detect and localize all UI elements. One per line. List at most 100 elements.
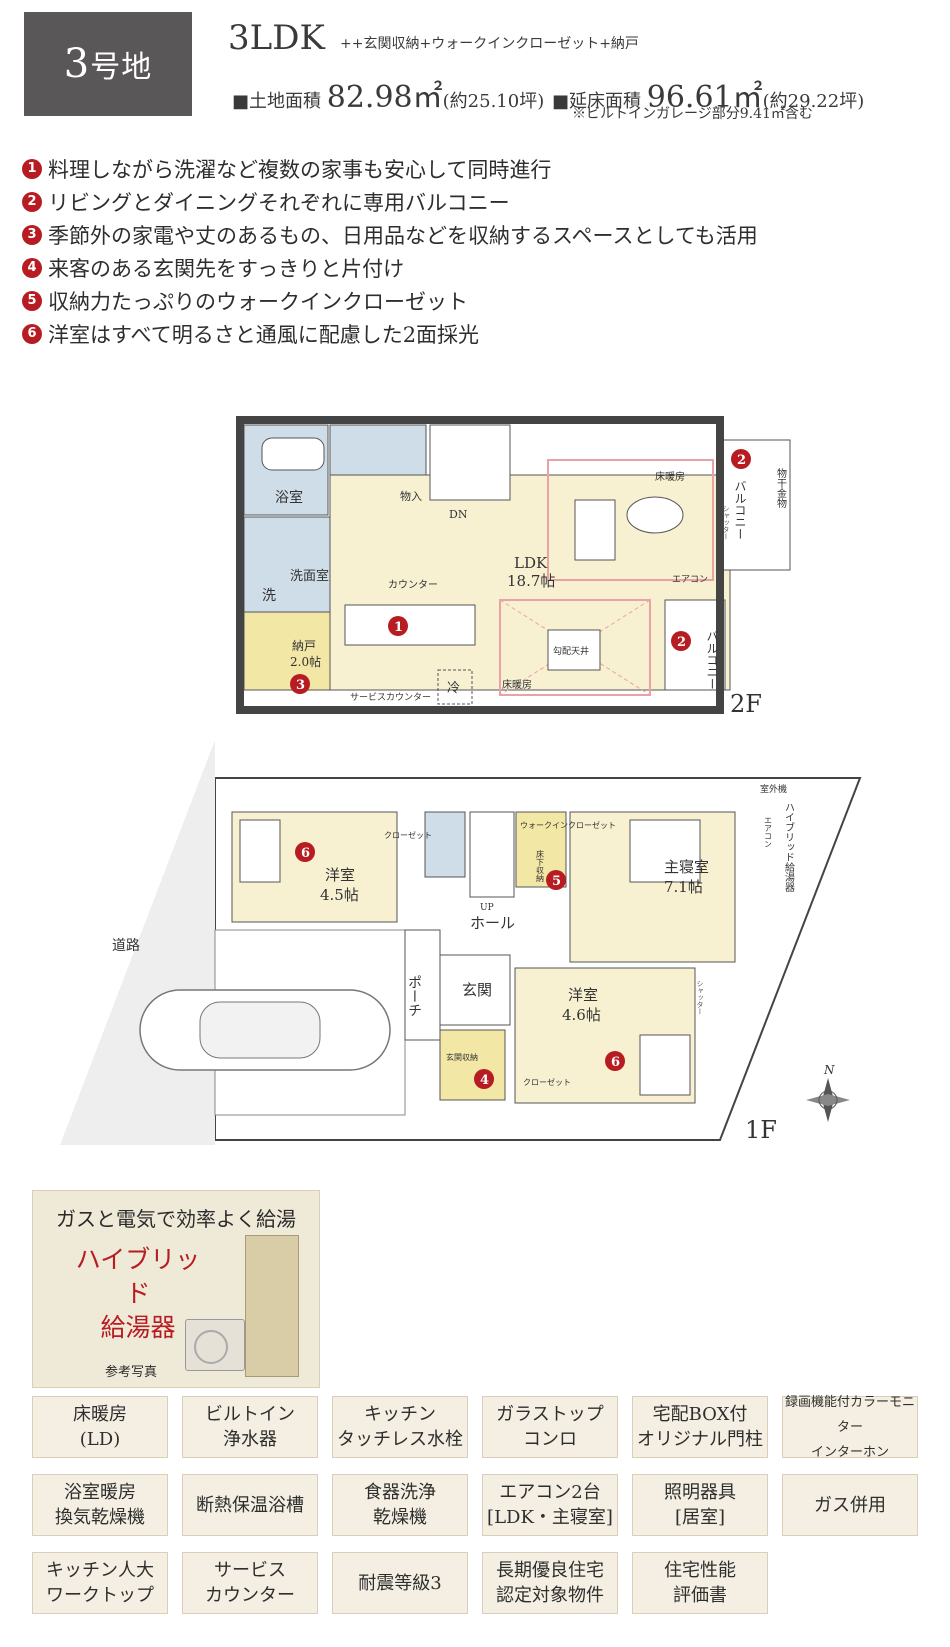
marker-3-number: 3 bbox=[296, 678, 305, 693]
room-label-western-b: 洋室 bbox=[568, 986, 598, 1004]
feature-item: 5 収納力たっぷりのウォークインクローゼット bbox=[22, 284, 758, 317]
label-counter: カウンター bbox=[388, 579, 438, 591]
room-label-hall: ホール bbox=[470, 914, 515, 932]
fridge-box bbox=[437, 669, 473, 705]
equipment-tag: サービス カウンター bbox=[182, 1552, 318, 1614]
car-cabin bbox=[199, 1001, 321, 1059]
feature-text: 洋室はすべて明るさと通風に配慮した2面採光 bbox=[48, 322, 480, 347]
marker-2 bbox=[731, 449, 751, 469]
label-up: UP bbox=[480, 903, 494, 913]
label-down: DN bbox=[449, 508, 468, 521]
label-washer: 洗 bbox=[262, 588, 276, 604]
promo-headline: ガスと電気で効率よく給湯 bbox=[56, 1207, 296, 1231]
room-label-master: 主寝室 bbox=[664, 858, 709, 876]
porch-area bbox=[404, 929, 441, 1041]
living-table bbox=[626, 496, 684, 534]
label-hybrid-heater: ハイブリッド給湯器 bbox=[783, 802, 795, 893]
label-balcony: バルコニー bbox=[733, 480, 747, 540]
promo-product-name: ハイブリッド 給湯器 bbox=[73, 1243, 203, 1345]
label-drying-rack: 物干金物 bbox=[775, 467, 787, 509]
feature-number: 3 bbox=[22, 224, 42, 245]
label-underfloor-storage: 床下収納 bbox=[536, 849, 545, 883]
room-label-western-a: 洋室 bbox=[325, 866, 355, 884]
room-label-bath: 浴室 bbox=[275, 489, 303, 506]
room-label-entrance: 玄関 bbox=[462, 981, 492, 999]
floor-heating-zone-living bbox=[547, 459, 714, 581]
lot-suffix: 号地 bbox=[90, 50, 153, 85]
land-area: ■土地面積 82.98㎡(約25.10坪) bbox=[232, 72, 544, 116]
equipment-tag: 断熱保温浴槽 bbox=[182, 1474, 318, 1536]
feature-item: 3 季節外の家電や丈のあるもの、日用品などを収納するスペースとしても活用 bbox=[22, 218, 758, 251]
label-aircon: エアコン bbox=[764, 816, 773, 848]
equipment-tag: 住宅性能 評価書 bbox=[632, 1552, 768, 1614]
equipment-tag: ガス併用 bbox=[782, 1474, 918, 1536]
floor-area: ■延床面積 96.61㎡(約29.22坪) bbox=[552, 72, 864, 116]
marker-2-number: 2 bbox=[677, 635, 686, 650]
bathtub bbox=[261, 437, 325, 471]
compass-north-label: N bbox=[823, 1063, 835, 1077]
bed-master bbox=[629, 819, 701, 883]
label-closet: クローゼット bbox=[384, 830, 432, 840]
feature-number: 5 bbox=[22, 290, 42, 311]
equipment-tag: キッチン人大 ワークトップ bbox=[32, 1552, 168, 1614]
outdoor-unit-illustration bbox=[185, 1319, 245, 1371]
marker-2 bbox=[671, 631, 691, 651]
label-fridge: 冷 bbox=[447, 681, 460, 696]
kitchen-counter bbox=[344, 604, 476, 646]
feature-text: 収納力たっぷりのウォークインクローゼット bbox=[48, 289, 468, 314]
equipment-tag: 録画機能付カラーモニター インターホン bbox=[782, 1395, 918, 1460]
label-shutter: シャッター bbox=[696, 980, 704, 1015]
label-aircon: エアコン bbox=[672, 575, 708, 585]
feature-text: 料理しながら洗濯など複数の家事も安心して同時進行 bbox=[48, 157, 552, 182]
feature-text: リビングとダイニングそれぞれに専用バルコニー bbox=[48, 190, 510, 215]
toilet-area bbox=[329, 424, 427, 476]
room-size-western-a: 4.5帖 bbox=[320, 886, 359, 904]
feature-number: 1 bbox=[22, 158, 42, 179]
promo-caption: 参考写真 bbox=[105, 1365, 158, 1380]
toilet-1f-area bbox=[424, 811, 466, 878]
promo-product-line: ハイブリッド bbox=[75, 1245, 201, 1308]
floor-label-2f: 2F bbox=[730, 690, 762, 718]
equipment-tag: ビルトイン 浄水器 bbox=[182, 1396, 318, 1458]
marker-6-number: 6 bbox=[611, 1055, 620, 1070]
equipment-tag: 床暖房 (LD) bbox=[32, 1396, 168, 1458]
dining-table bbox=[547, 629, 601, 671]
label-floor-heating: 床暖房 bbox=[502, 678, 532, 691]
feature-text: 季節外の家電や丈のあるもの、日用品などを収納するスペースとしても活用 bbox=[48, 223, 758, 248]
sloped-ceiling-diagonal bbox=[499, 599, 651, 696]
floor-label-1f: 1F bbox=[745, 1116, 777, 1144]
equipment-tag: キッチン タッチレス水栓 bbox=[332, 1396, 468, 1458]
room-size-nando: 2.0帖 bbox=[290, 654, 321, 669]
marker-1 bbox=[388, 616, 408, 636]
hybrid-heater-promo: ガスと電気で効率よく給湯 ハイブリッド 給湯器 参考写真 bbox=[32, 1190, 320, 1388]
floor-heating-zone-dining bbox=[499, 599, 651, 696]
water-heater-tank-illustration bbox=[245, 1235, 299, 1377]
equipment-tag: 耐震等級3 bbox=[332, 1552, 468, 1614]
nando-area bbox=[243, 611, 331, 691]
label-road: 道路 bbox=[112, 938, 140, 954]
label-outdoor-unit: 室外機 bbox=[760, 783, 787, 795]
land-area-tsubo: (約25.10坪) bbox=[442, 91, 545, 112]
equipment-tag: エアコン2台 [LDK・主寝室] bbox=[482, 1474, 618, 1536]
floor-area-value: 96.61㎡ bbox=[646, 80, 763, 115]
marker-2-number: 2 bbox=[737, 453, 746, 468]
room-label-storage: 物入 bbox=[400, 489, 422, 503]
plan-2f-outline bbox=[236, 416, 724, 714]
marker-4 bbox=[474, 1069, 494, 1089]
entrance-area bbox=[439, 954, 511, 1026]
stair-area-1f bbox=[469, 811, 515, 898]
bed-western-room-a bbox=[239, 819, 281, 883]
room-label-washroom: 洗面室 bbox=[290, 568, 329, 584]
label-floor-heating: 床暖房 bbox=[655, 470, 685, 483]
room-label-porch: ポーチ bbox=[406, 975, 422, 1017]
marker-3 bbox=[290, 674, 310, 694]
room-size-ldk: 18.7帖 bbox=[507, 572, 555, 590]
sofa bbox=[574, 499, 616, 561]
